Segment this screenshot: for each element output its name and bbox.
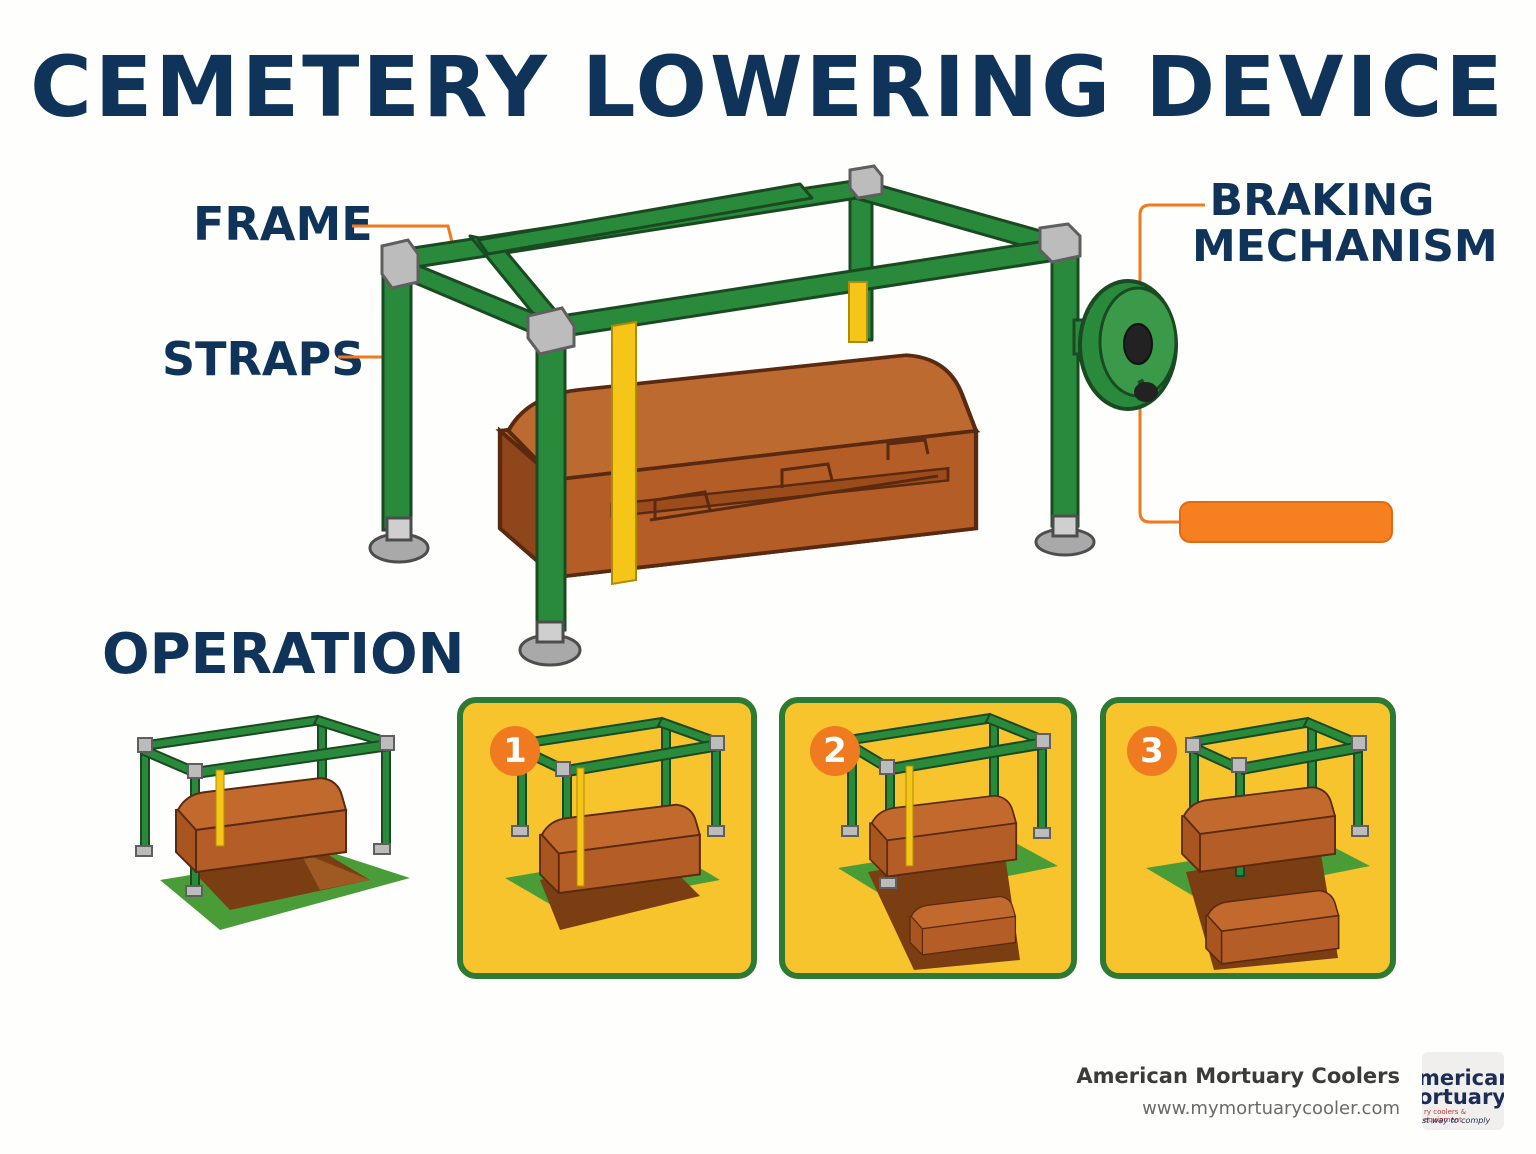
braking-label-line2: MECHANISM bbox=[1192, 221, 1498, 273]
frame-icon bbox=[392, 178, 1060, 342]
operation-intro-figure bbox=[135, 714, 410, 930]
straps-label: STRAPS bbox=[162, 332, 365, 386]
front-strap bbox=[611, 320, 637, 586]
brake-callout-line bbox=[1138, 203, 1205, 524]
company-logo: merican ortuary ry coolers & equipment s… bbox=[1422, 1052, 1504, 1130]
frame-joints bbox=[380, 164, 1082, 356]
step-number-2: 2 bbox=[810, 726, 860, 776]
step-panel-1 bbox=[457, 697, 757, 979]
logo-line3: ry coolers & equipment bbox=[1424, 1108, 1467, 1124]
brake-wheel-icon bbox=[1072, 279, 1178, 411]
step-panel-2 bbox=[779, 697, 1077, 979]
step-number-3: 3 bbox=[1127, 726, 1177, 776]
frame-legs bbox=[381, 246, 1080, 632]
logo-line1: merican bbox=[1422, 1066, 1504, 1090]
logo-line2: ortuary bbox=[1422, 1085, 1504, 1109]
casket-handles bbox=[649, 438, 939, 522]
company-name: American Mortuary Coolers bbox=[1076, 1064, 1400, 1088]
page-title: CEMETERY LOWERING DEVICE bbox=[30, 38, 1506, 136]
step-number-1: 1 bbox=[490, 726, 540, 776]
operation-label: OPERATION bbox=[102, 622, 465, 687]
company-url[interactable]: www.mymortuarycooler.com bbox=[1142, 1098, 1400, 1119]
back-strap bbox=[848, 281, 868, 343]
frame-label: FRAME bbox=[193, 197, 373, 251]
braking-mechanism-label: BRAKING MECHANISM bbox=[1192, 175, 1498, 273]
lever-icon bbox=[1179, 501, 1393, 543]
frame-feet bbox=[368, 514, 1096, 667]
logo-line4: st way to comply bbox=[1422, 1116, 1491, 1125]
braking-label-line1: BRAKING bbox=[1209, 175, 1435, 226]
casket-icon bbox=[500, 355, 976, 577]
step-joints bbox=[511, 733, 1369, 889]
